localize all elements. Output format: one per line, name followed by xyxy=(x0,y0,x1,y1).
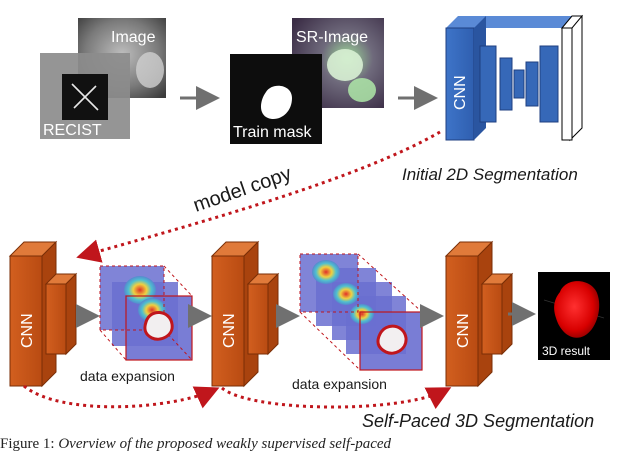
data-expansion-label-2: data expansion xyxy=(292,376,387,392)
caption-text: Overview of the proposed weakly supervis… xyxy=(58,436,392,451)
feedback-arrow-2 xyxy=(221,386,452,409)
image-recist-panel: Image RECIST xyxy=(40,18,166,139)
cnn-2d-network: CNN xyxy=(445,14,584,142)
cnn-3d-network-2: CNN xyxy=(210,240,280,388)
result-3d-panel: 3D result xyxy=(538,272,610,360)
sr-image-label: SR-Image xyxy=(296,29,368,46)
cnn-3d-label-1: CNN xyxy=(19,313,36,348)
cnn-3d-label-3: CNN xyxy=(455,313,472,348)
train-mask-label: Train mask xyxy=(233,124,313,141)
caption-prefix: Figure 1: xyxy=(0,436,55,451)
cnn-3d-label-2: CNN xyxy=(221,313,238,348)
recist-label: RECIST xyxy=(43,122,102,139)
data-expansion-label-1: data expansion xyxy=(80,368,175,384)
sr-mask-panel: SR-Image Train mask xyxy=(230,18,384,144)
cnn-3d-network-1: CNN xyxy=(8,240,78,388)
cnn-3d-network-3: CNN xyxy=(444,240,514,388)
data-expansion-stack-2 xyxy=(299,253,423,371)
self-paced-3d-label: Self-Paced 3D Segmentation xyxy=(362,411,594,431)
image-label: Image xyxy=(111,29,156,46)
data-expansion-stack-1 xyxy=(99,265,193,361)
figure-caption: Figure 1: Overview of the proposed weakl… xyxy=(0,436,640,451)
result-3d-label: 3D result xyxy=(542,344,591,358)
feedback-arrow-1 xyxy=(23,384,220,409)
initial-2d-label: Initial 2D Segmentation xyxy=(402,165,578,184)
cnn-2d-label: CNN xyxy=(452,75,469,110)
